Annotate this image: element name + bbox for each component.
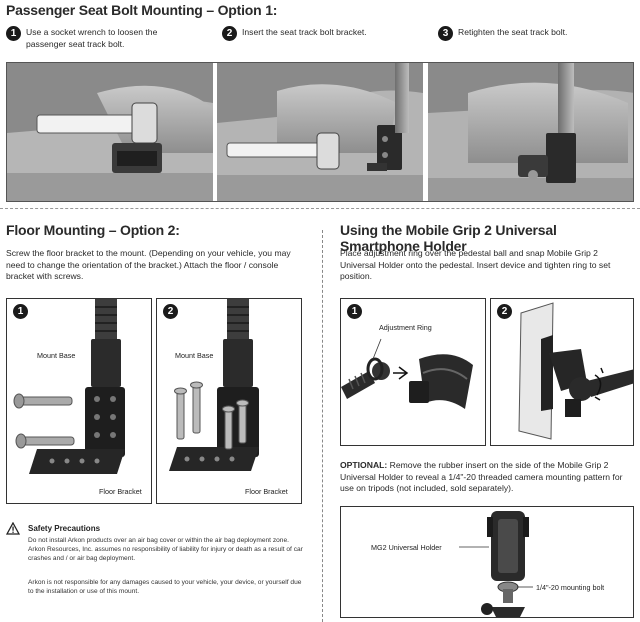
adjustment-ring-illustration bbox=[341, 338, 473, 409]
warning-icon bbox=[6, 522, 20, 535]
panel-number: 1 bbox=[13, 304, 28, 319]
holder-panel-2: 2 bbox=[490, 298, 634, 446]
mount-base-label: Mount Base bbox=[37, 351, 76, 360]
seat-bolt-illustration bbox=[7, 63, 633, 201]
floor-bracket-label: Floor Bracket bbox=[245, 487, 288, 496]
holder-label: MG2 Universal Holder bbox=[371, 543, 442, 552]
section2-text: Screw the floor bracket to the mount. (D… bbox=[6, 248, 291, 281]
safety-title: Safety Precautions bbox=[28, 524, 101, 533]
section3-title: Using the Mobile Grip 2 Universal Smartp… bbox=[340, 222, 557, 254]
panel-number: 1 bbox=[347, 304, 362, 319]
optional-note: OPTIONAL: Remove the rubber insert on th… bbox=[340, 460, 634, 495]
section3-text: Place adjustment ring over the pedestal … bbox=[340, 248, 611, 281]
mounting-bolt-label: 1/4"-20 mounting bolt bbox=[536, 583, 605, 592]
section-divider-horizontal bbox=[0, 208, 640, 209]
panel-number: 2 bbox=[163, 304, 178, 319]
step-number: 2 bbox=[222, 26, 237, 41]
phone-holder-illustration bbox=[518, 302, 633, 440]
step-number: 1 bbox=[6, 26, 21, 41]
photo-1 bbox=[7, 63, 213, 201]
floor-bracket-illustration-1 bbox=[13, 299, 125, 474]
holder-panel-1: 1 Adjustment Ring bbox=[340, 298, 486, 446]
photo-3 bbox=[428, 63, 633, 201]
step-number: 3 bbox=[438, 26, 453, 41]
section-divider-vertical bbox=[322, 230, 323, 622]
section2-title: Floor Mounting – Option 2: bbox=[6, 222, 180, 238]
tripod-mount-panel: MG2 Universal Holder 1/4"-20 mounting bo… bbox=[340, 506, 634, 618]
tripod-mount-illustration bbox=[459, 511, 533, 617]
floor-bracket-illustration-2 bbox=[169, 299, 259, 471]
step-text: Insert the seat track bolt bracket. bbox=[242, 27, 367, 37]
step-text: Use a socket wrench to loosen the passen… bbox=[26, 27, 158, 49]
floor-bracket-label: Floor Bracket bbox=[99, 487, 142, 496]
optional-label: OPTIONAL: bbox=[340, 460, 388, 470]
floor-panel-1: 1 Mount Base Floor Bracket bbox=[6, 298, 152, 504]
step-text: Retighten the seat track bolt. bbox=[458, 27, 568, 37]
section1-title: Passenger Seat Bolt Mounting – Option 1: bbox=[6, 2, 278, 18]
safety-text-1: Do not install Arkon products over an ai… bbox=[28, 537, 303, 562]
adjustment-ring-label: Adjustment Ring bbox=[379, 323, 432, 332]
photo-2 bbox=[217, 63, 423, 201]
floor-panel-2: 2 Mount Base Floor Bracket bbox=[156, 298, 302, 504]
panel-number: 2 bbox=[497, 304, 512, 319]
safety-text-2: Arkon is not responsible for any damages… bbox=[28, 579, 302, 595]
mount-base-label: Mount Base bbox=[175, 351, 214, 360]
seat-bolt-photo-strip bbox=[6, 62, 634, 202]
optional-text: Remove the rubber insert on the side of … bbox=[340, 460, 623, 493]
